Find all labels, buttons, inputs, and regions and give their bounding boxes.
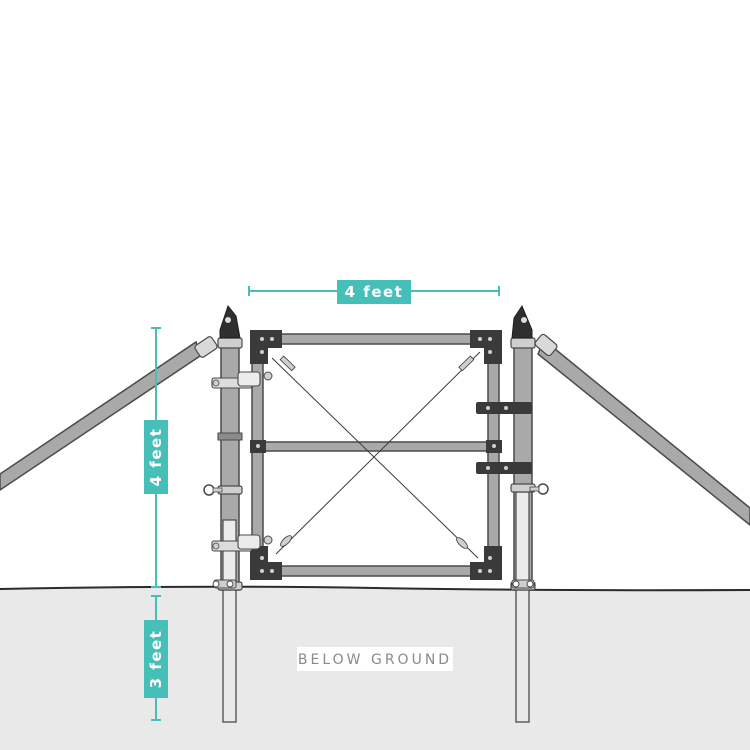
dimension-width: 4 feet [248,280,500,304]
dimension-depth: 3 feet [144,595,168,721]
hinge-lower [211,534,273,552]
ground-collar-right [511,579,535,589]
hinge-upper [211,371,273,389]
latch-clamp-upper [476,402,532,414]
eye-bolt-right [529,483,549,495]
dimension-depth-label: 3 feet [147,630,165,689]
corner-bracket-top-left [250,330,282,364]
right-post-cap [511,304,533,339]
right-brace-tube [534,333,750,526]
latch-clamp-lower [476,462,532,474]
ground-collar-left [212,579,237,589]
dimension-width-label: 4 feet [345,283,404,301]
below-ground-tag: BELOW GROUND [297,647,453,671]
corner-bracket-bottom-right [470,546,502,580]
tension-cables [271,351,481,559]
left-brace-tube [0,336,218,491]
eye-bolt-left [203,484,223,496]
corner-bracket-top-right [470,330,502,364]
left-post-cap [219,304,241,339]
below-ground-label: BELOW GROUND [298,652,452,668]
dimension-height: 4 feet [144,327,168,588]
mid-rail-fitting-left [250,440,266,453]
dimension-height-label: 4 feet [147,428,165,487]
corner-bracket-bottom-left [250,546,282,580]
mid-rail-fitting-right [486,440,502,453]
